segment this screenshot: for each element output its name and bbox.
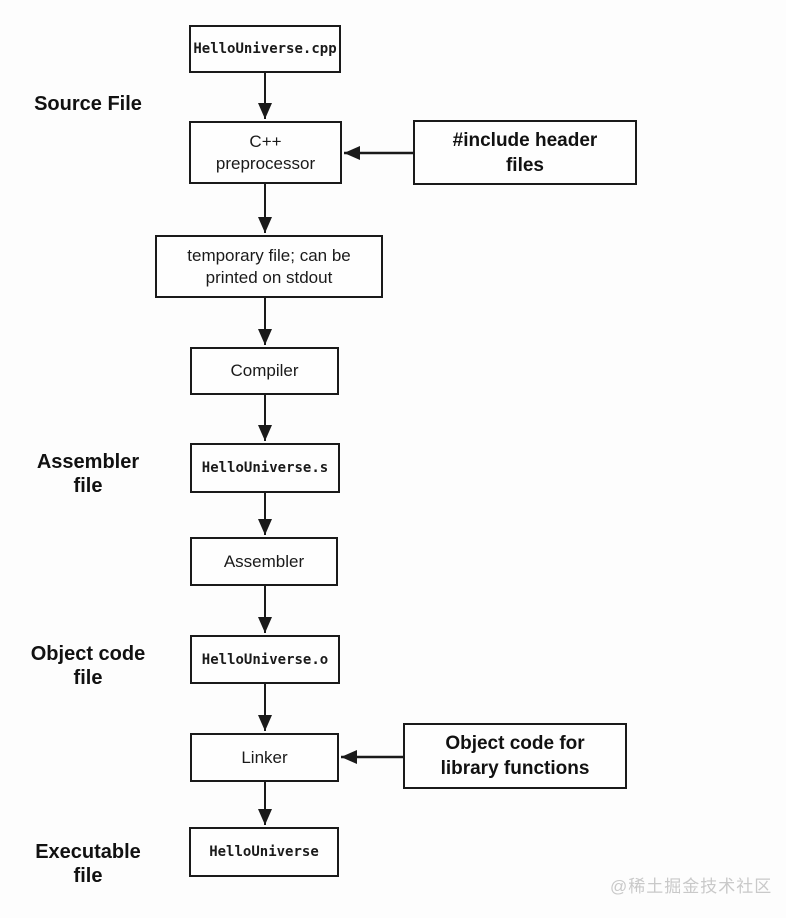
node-label: files (505, 154, 545, 176)
node-object-code-library: Object code for library functions (403, 723, 627, 789)
stage-label-line: Executable (35, 841, 141, 863)
node-label: C++ (249, 131, 282, 151)
node-assembler: Assembler (190, 537, 338, 586)
stage-label-line: file (73, 475, 103, 497)
node-hellouniverse-exe: HelloUniverse (189, 827, 339, 877)
stage-label-line: file (73, 865, 103, 887)
node-label: temporary file; can be (187, 245, 351, 265)
stage-label-line: file (73, 667, 103, 689)
node-label: Assembler (223, 551, 305, 571)
node-label: HelloUniverse.s (201, 460, 329, 476)
stage-label-source-file: Source File (6, 92, 170, 116)
stage-label-object-code-file: Object code file (6, 642, 170, 690)
node-label: Compiler (230, 361, 299, 380)
node-label: printed on stdout (205, 267, 333, 287)
stage-label-line: Source File (34, 93, 142, 115)
stage-label-line: Assembler (36, 451, 140, 473)
node-include-header-files: #include header files (413, 120, 637, 185)
node-label: preprocessor (215, 153, 316, 173)
node-compiler: Compiler (190, 347, 339, 395)
node-hellouniverse-cpp: HelloUniverse.cpp (189, 25, 341, 73)
stage-label-executable-file: Executable file (6, 840, 170, 888)
stage-label-assembler-file: Assembler file (6, 450, 170, 498)
node-label: library functions (440, 758, 590, 779)
node-hellouniverse-s: HelloUniverse.s (190, 443, 340, 493)
node-hellouniverse-o: HelloUniverse.o (190, 635, 340, 684)
node-label: Linker (241, 747, 288, 767)
node-cpp-preprocessor: C++ preprocessor (189, 121, 342, 184)
node-temporary-file: temporary file; can be printed on stdout (155, 235, 383, 298)
node-label: HelloUniverse (209, 844, 319, 860)
node-label: Object code for (445, 733, 585, 754)
stage-label-line: Object code (30, 643, 146, 665)
node-label: HelloUniverse.o (201, 651, 329, 668)
node-label: #include header (452, 129, 598, 151)
node-linker: Linker (190, 733, 339, 782)
watermark-text: @稀土掘金技术社区 (610, 877, 773, 896)
node-label: HelloUniverse.cpp (193, 41, 337, 57)
